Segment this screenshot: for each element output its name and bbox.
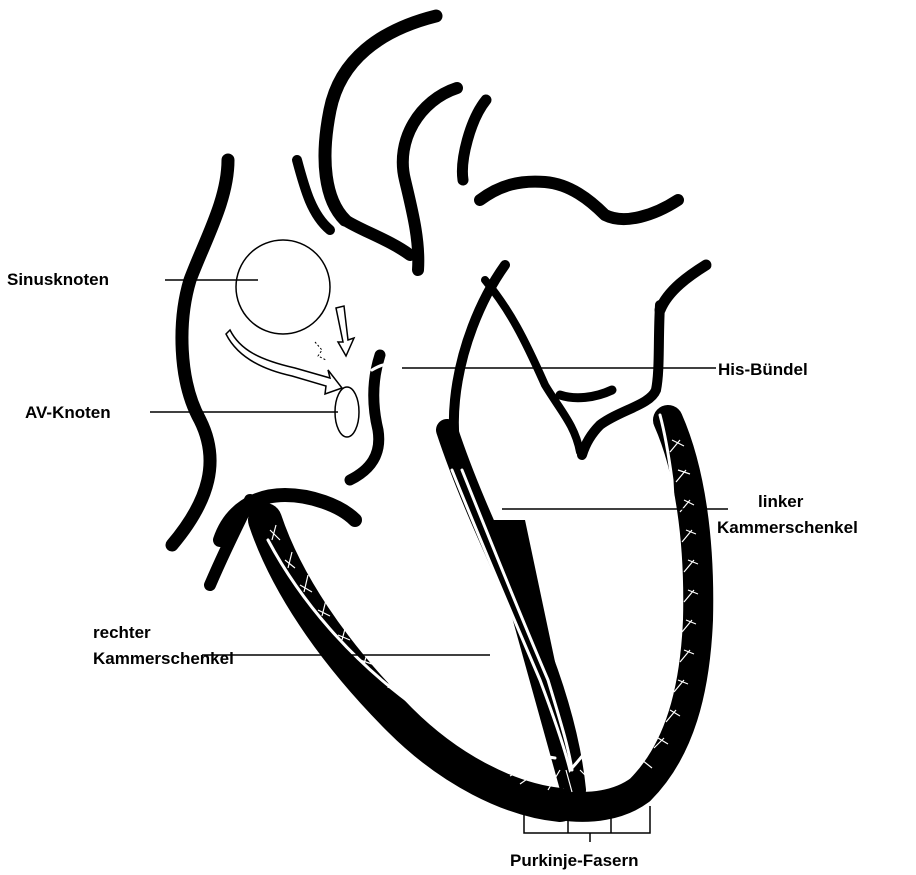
conduction-bundles [268,364,673,770]
sinus-node [236,240,330,334]
label-rechter-line1: rechter [93,623,151,642]
label-av-knoten: AV-Knoten [25,403,111,422]
label-purkinje: Purkinje-Fasern [510,851,639,870]
label-linker-line1: linker [758,492,804,511]
labels: Sinusknoten AV-Knoten His-Bündel linker … [7,270,858,870]
label-his-buendel: His-Bündel [718,360,808,379]
label-sinusknoten: Sinusknoten [7,270,109,289]
av-node [335,387,359,437]
label-rechter-line2: Kammerschenkel [93,649,234,668]
label-linker-line2: Kammerschenkel [717,518,858,537]
